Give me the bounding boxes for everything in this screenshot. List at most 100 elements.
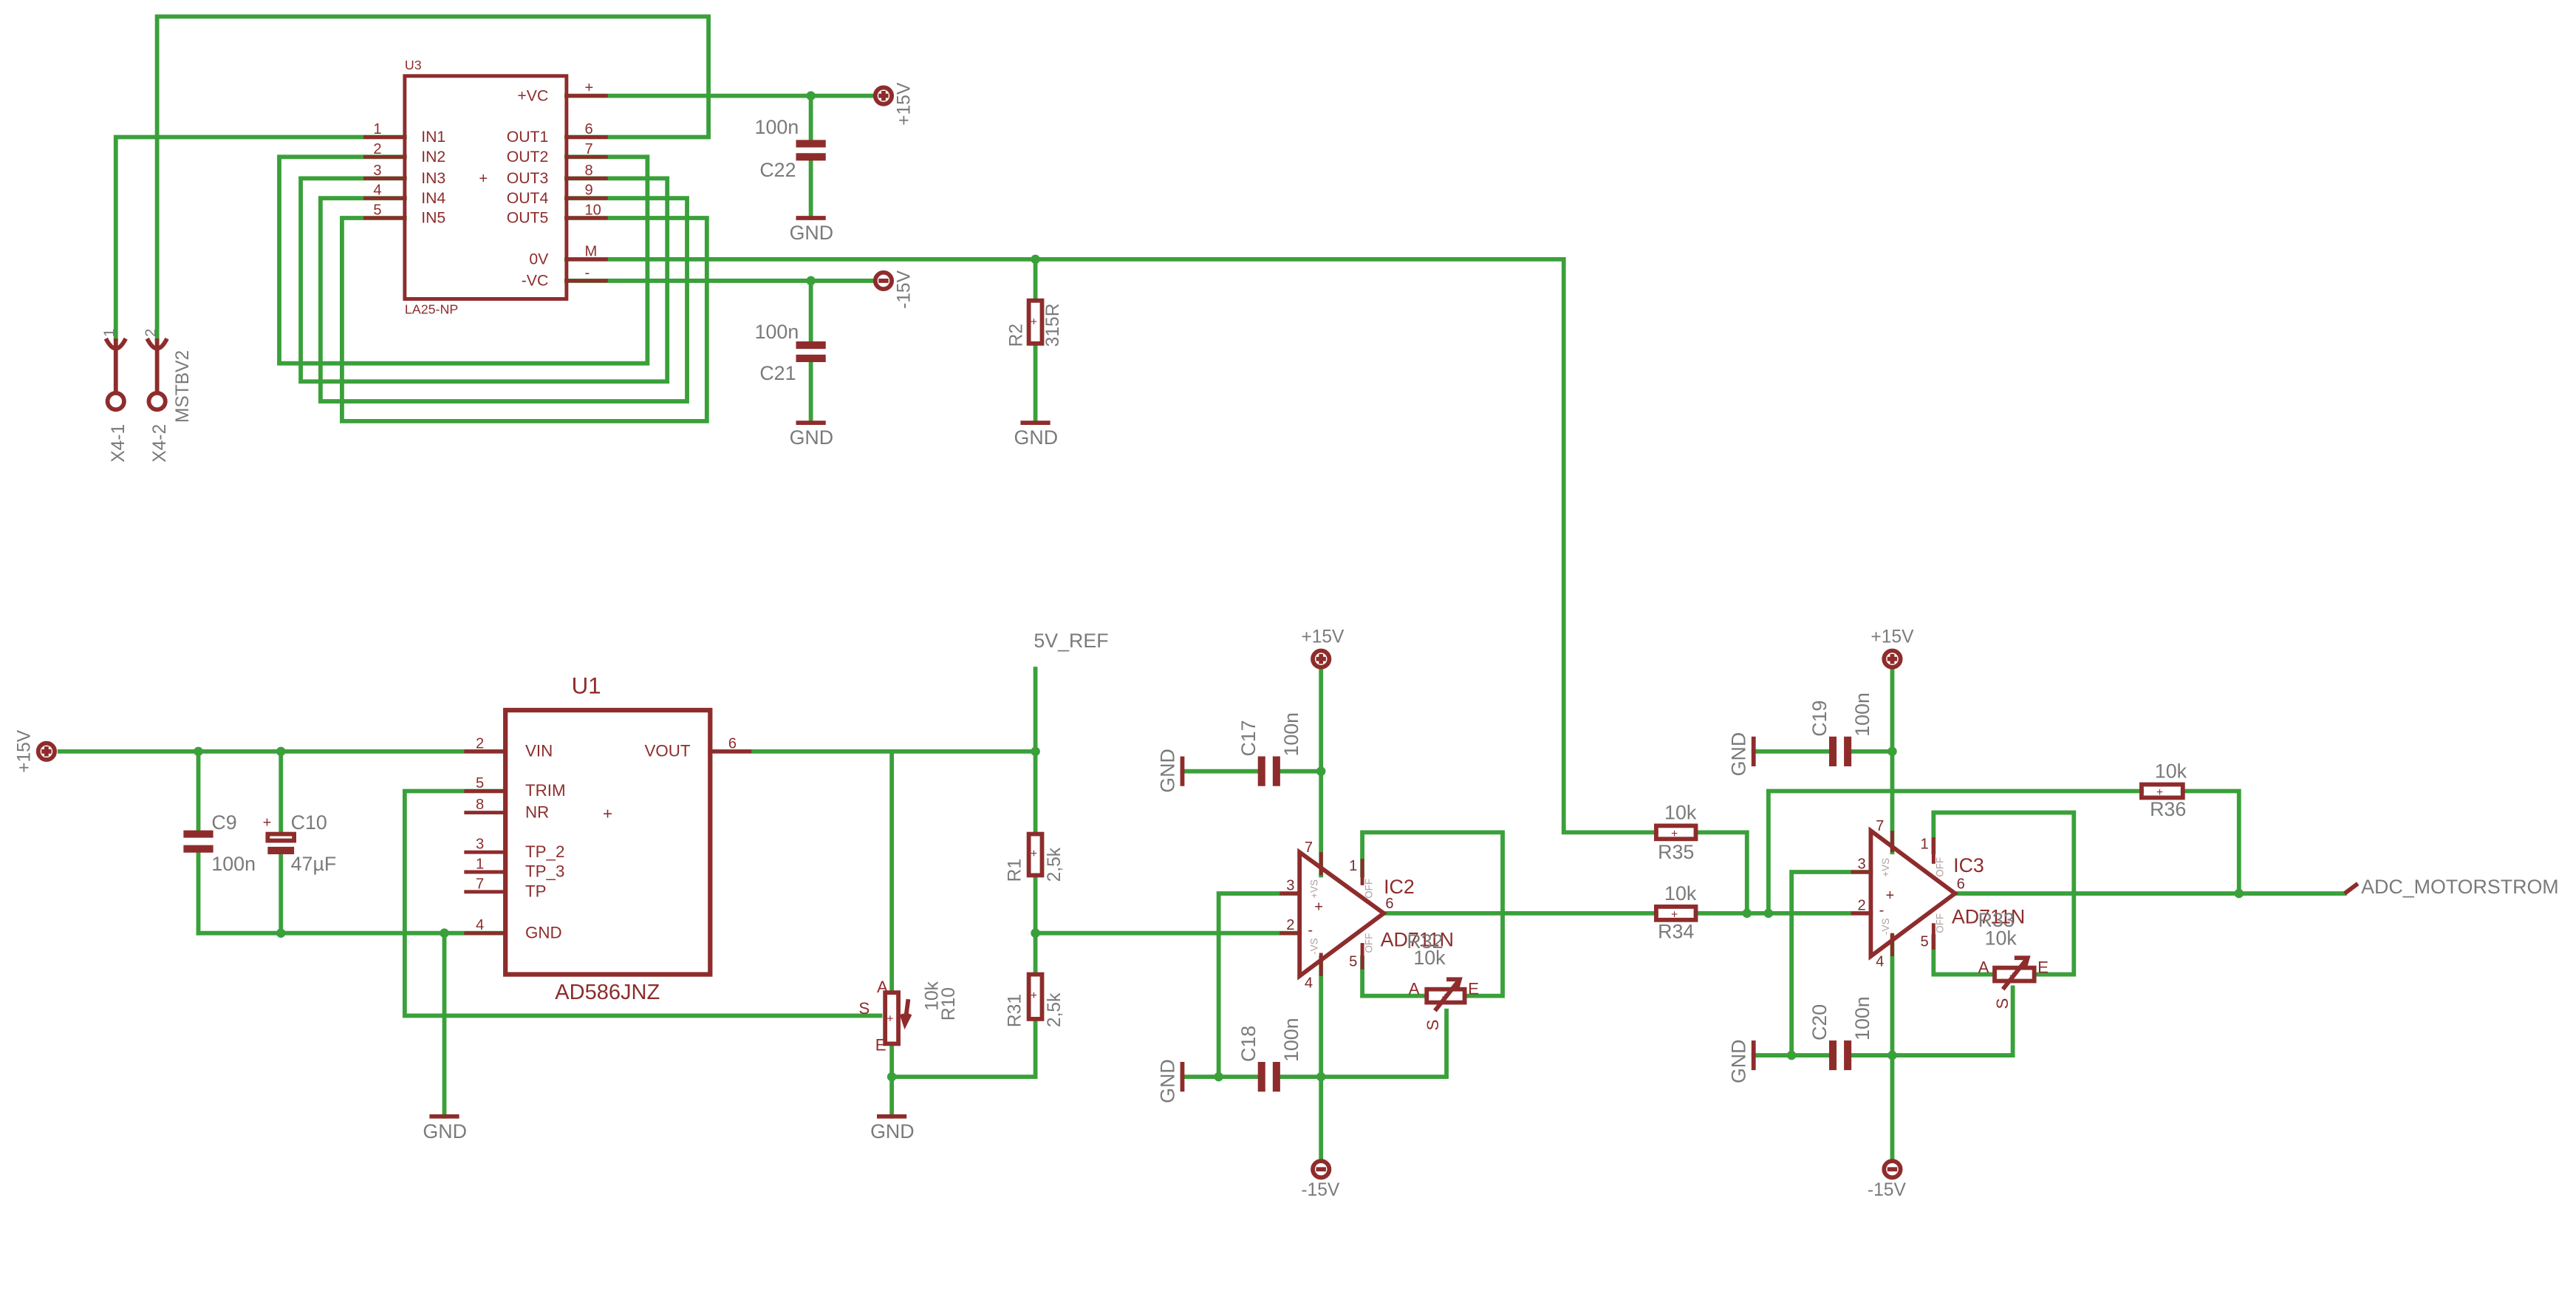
u1-right-pins: 6 VOUT — [644, 735, 752, 760]
supply-label: -15V — [1301, 1180, 1340, 1200]
c19-value: 100n — [1851, 692, 1873, 737]
r32-body — [1424, 987, 1467, 1005]
junction — [1214, 1072, 1223, 1082]
ic2-vs-neg: -VS — [1309, 938, 1320, 954]
c10-value: 47µF — [291, 853, 337, 875]
c10-plus: + — [263, 815, 272, 831]
u3-out5-label: OUT5 — [507, 210, 549, 227]
junction — [1742, 908, 1752, 919]
u1-pin2-num: 2 — [476, 735, 484, 752]
u3-current-sensor[interactable]: U3 LA25-NP + 1 2 3 4 5 IN1 IN2 IN3 IN4 I… — [363, 58, 608, 317]
r1-resistor[interactable]: + R1 2,5k — [1005, 831, 1065, 882]
u3-pin3-num: 3 — [373, 163, 381, 179]
circle-minus-supply-icon — [1882, 1159, 1903, 1180]
ic3-vs-neg: -VS — [1880, 919, 1891, 935]
r31-ref: R31 — [1005, 994, 1025, 1027]
u1-pin4-num: 4 — [476, 917, 484, 933]
r35-resistor[interactable]: + 10k R35 — [1653, 801, 1698, 863]
r31-resistor[interactable]: + R31 2,5k — [1005, 972, 1065, 1028]
junction — [886, 1072, 897, 1082]
u1-pin7-num: 7 — [476, 876, 484, 892]
c17-value: 100n — [1280, 712, 1302, 757]
ic2-pin5: 5 — [1349, 953, 1357, 970]
gnd-c20: GND — [1728, 1039, 1756, 1083]
supply-label: +15V — [15, 729, 35, 773]
c18-ref: C18 — [1237, 1026, 1260, 1062]
u1-voltage-reference[interactable]: U1 AD586JNZ + 2 5 8 3 1 7 4 VIN TRIM NR … — [464, 673, 752, 1004]
net-r35-out — [1693, 830, 1749, 916]
junction — [1316, 766, 1326, 776]
ic3-pin2: 2 — [1858, 897, 1866, 913]
u1-left-pins: 2 5 8 3 1 7 4 VIN TRIM NR TP_2 TP_3 TP G… — [464, 735, 566, 941]
r32-wiper-arrow — [1446, 977, 1463, 992]
c9-capacitor[interactable]: C9 100n — [183, 811, 256, 875]
gnd-label: GND — [423, 1120, 467, 1142]
r32-plus: + — [1441, 991, 1448, 1004]
ic3-pin5: 5 — [1920, 934, 1928, 950]
r33-trimmer[interactable]: + A E S R33 10k — [1978, 909, 2049, 1009]
r34-resistor[interactable]: + 10k R34 — [1653, 882, 1698, 942]
ic2-triangle — [1297, 848, 1388, 981]
u3-out2-label: OUT2 — [507, 149, 549, 166]
circle-plus-supply-icon — [35, 740, 57, 762]
r1-plus: + — [1031, 848, 1037, 860]
u3-out1-label: OUT1 — [507, 129, 549, 146]
gnd-label: GND — [870, 1120, 915, 1142]
x4-label-2: X4-2 — [150, 424, 170, 463]
u3-pin8-num: 8 — [584, 163, 592, 179]
x4-connector[interactable]: 1 2 X4-1 X4-2 MSTBV2 — [102, 329, 194, 463]
junction — [194, 746, 203, 757]
c17-capacitor[interactable]: C17 100n — [1237, 712, 1302, 786]
net-in2-out2 — [277, 154, 650, 366]
supply-neg15-ic3: -15V — [1868, 1159, 1906, 1200]
net-in3-out3 — [298, 176, 670, 384]
r36-resistor[interactable]: + 10k R36 — [2139, 760, 2187, 820]
junction — [1031, 746, 1040, 757]
r2-resistor[interactable]: + R2 315R — [1007, 298, 1063, 347]
gnd-u1: GND — [423, 1114, 467, 1142]
u1-pin6-num: 6 — [728, 735, 737, 752]
c22-capacitor[interactable]: 100n C22 — [755, 116, 826, 181]
r32-ref: R32 — [1407, 930, 1443, 953]
net-label-adc-tick — [2343, 882, 2360, 896]
net-c18-b — [1274, 1008, 1449, 1080]
ic3-ref: IC3 — [1953, 854, 1984, 876]
c10-capacitor[interactable]: + C10 47µF — [263, 811, 337, 875]
ic3-opamp[interactable]: IC3 AD711N 7 3 2 4 6 1 5 + - +VS -VS OFF… — [1851, 818, 2026, 970]
r2-body — [1026, 298, 1045, 346]
ic3-pin7: 7 — [1876, 818, 1884, 834]
u3-in1-label: IN1 — [421, 129, 445, 146]
r10-trimmer[interactable]: + S A E 10k R10 — [858, 978, 959, 1054]
u3-in5-label: IN5 — [421, 210, 445, 227]
r10-pin-a: A — [877, 978, 888, 996]
r10-pin-s: S — [858, 999, 870, 1018]
c20-capacitor[interactable]: C20 100n — [1808, 996, 1873, 1071]
u3-pin9-num: 9 — [584, 183, 592, 199]
ic2-off1: OFF — [1363, 879, 1374, 899]
ic2-pin2: 2 — [1286, 917, 1294, 933]
ic2-pin6: 6 — [1385, 896, 1393, 912]
c19-ref: C19 — [1808, 701, 1831, 737]
r32-trimmer[interactable]: + A E S R32 10k — [1407, 930, 1479, 1031]
c18-capacitor[interactable]: C18 100n — [1237, 1018, 1302, 1092]
u1-tp-label: TP — [525, 882, 547, 901]
net-pot-r31 — [889, 1016, 1038, 1080]
c21-capacitor[interactable]: 100n C21 — [755, 321, 826, 384]
r32-value: 10k — [1413, 947, 1446, 969]
junction — [1786, 1050, 1797, 1060]
u3-vc-minus-label: -VC — [522, 273, 549, 290]
gnd-c19: GND — [1728, 732, 1756, 776]
ic3-plus: + — [1886, 888, 1895, 904]
c19-capacitor[interactable]: C19 100n — [1808, 692, 1873, 766]
u3-pin7-num: 7 — [584, 141, 592, 157]
junction — [2234, 888, 2244, 899]
r32-pin-s: S — [1424, 1020, 1442, 1031]
ic2-opamp[interactable]: IC2 AD711N 7 3 2 4 6 1 5 + - +VS -VS OFF… — [1280, 839, 1454, 991]
u1-gnd-label: GND — [525, 923, 562, 941]
supply-neg15-ic2: -15V — [1301, 1159, 1340, 1200]
net-ic2-in3 — [1216, 891, 1302, 1080]
r31-plus: + — [1031, 989, 1037, 1002]
u1-nr-label: NR — [525, 803, 549, 821]
u1-pin3-num: 3 — [476, 837, 484, 853]
ic2-pin4: 4 — [1305, 975, 1313, 991]
